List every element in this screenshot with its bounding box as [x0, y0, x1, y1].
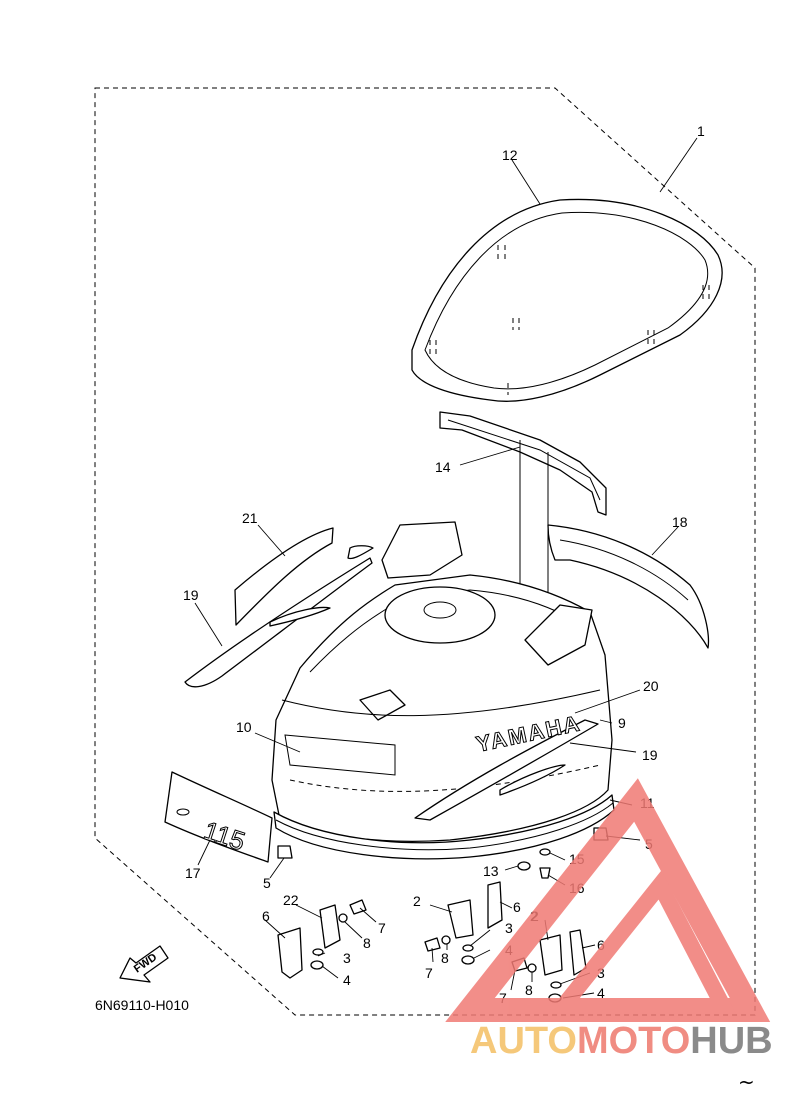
callout-17: 17: [185, 865, 201, 881]
callout-7-center: 7: [425, 965, 433, 981]
part-18-side-panel: [547, 524, 710, 649]
fwd-arrow: FWD: [119, 945, 169, 983]
callout-20: 20: [643, 678, 659, 694]
callout-21: 21: [242, 510, 258, 526]
callout-3-right: 3: [597, 965, 605, 981]
callout-22: 22: [283, 892, 299, 908]
callout-3-left: 3: [343, 950, 351, 966]
callout-6-left: 6: [262, 908, 270, 924]
part-19-left-stripe: [184, 557, 373, 688]
callout-numbers: 1 12 14 21 18 19 20 9 10 19 11 5 17 15 1…: [183, 123, 705, 1006]
callout-19-left: 19: [183, 587, 199, 603]
callout-6-center: 6: [513, 899, 521, 915]
callout-8-right: 8: [525, 982, 533, 998]
callout-13: 13: [483, 863, 499, 879]
diagram-code: 6N69110-H010: [95, 997, 189, 1013]
part-12-top-cover: [411, 198, 723, 402]
part-9-bottom-cowling: YAMAHA: [271, 521, 613, 842]
watermark-hub: HUB: [690, 1020, 773, 1062]
callout-10: 10: [236, 719, 252, 735]
callout-9: 9: [618, 715, 626, 731]
watermark-triangle: [445, 778, 771, 1022]
watermark-auto: AUTO: [470, 1020, 577, 1062]
callout-18: 18: [672, 514, 688, 530]
trailing-glyph: ~: [738, 1070, 755, 1094]
watermark-logo: AUTOMOTOHUB: [470, 1020, 773, 1063]
part-17-apron: 115: [164, 771, 273, 863]
callout-6-right: 6: [597, 937, 605, 953]
callout-7-left: 7: [378, 920, 386, 936]
part-21-left-decal: [234, 527, 374, 626]
callout-12: 12: [502, 147, 518, 163]
callout-14: 14: [435, 459, 451, 475]
callout-2-left: 2: [413, 893, 421, 909]
callout-5-left: 5: [263, 875, 271, 891]
hardware-parts: [277, 827, 609, 1003]
callout-1: 1: [697, 123, 705, 139]
callout-8-center: 8: [441, 950, 449, 966]
callout-4-right: 4: [597, 985, 605, 1001]
callout-19-right: 19: [642, 747, 658, 763]
callout-4-left: 4: [343, 972, 351, 988]
callout-3-center: 3: [505, 920, 513, 936]
callout-8-left: 8: [363, 935, 371, 951]
watermark-moto: MOTO: [576, 1020, 691, 1062]
